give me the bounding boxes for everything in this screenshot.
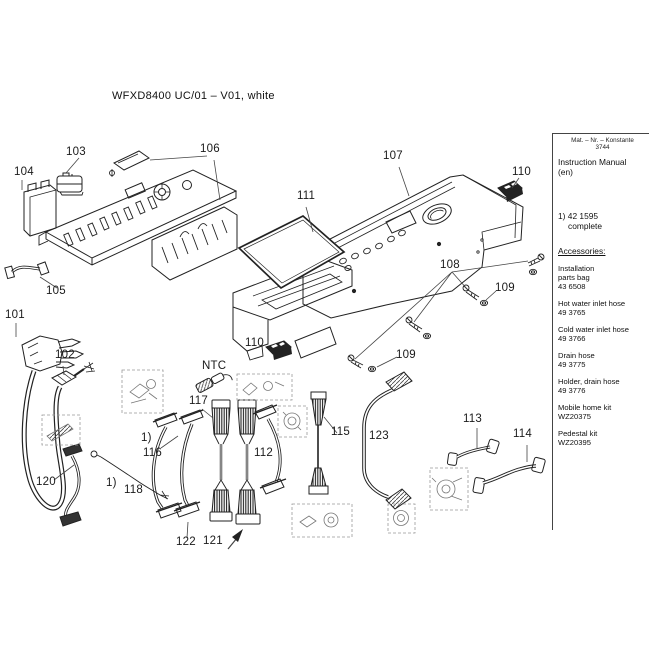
part-105-wire — [4, 261, 50, 280]
accessory-item: Drain hose 49 3775 — [558, 351, 595, 369]
cable-113 — [446, 438, 500, 466]
ntc-label: NTC — [202, 360, 227, 372]
part-label-102: 102 — [55, 349, 75, 361]
mat-nr-header: Mat. – Nr. – Konstante 3744 — [558, 137, 647, 152]
model-title: WFXD8400 UC/01 – V01, white — [112, 90, 275, 102]
part-label-116: 116 — [143, 447, 162, 459]
part-label-111: 111 — [297, 190, 316, 202]
clip-110-left — [265, 340, 292, 360]
cable-115 — [308, 391, 329, 495]
accessory-item: Pedestal kit WZ20395 — [558, 428, 598, 447]
part-label-101: 101 — [5, 309, 25, 321]
part-label-103: 103 — [66, 146, 86, 158]
ribbon-cable-117 — [209, 399, 233, 522]
part-label-110-left: 110 — [245, 337, 264, 349]
info-sidebar: Mat. – Nr. – Konstante 3744 Instruction … — [552, 133, 649, 530]
part-label-113: 113 — [463, 413, 482, 425]
accessory-item: Mobile home kit WZ20375 — [558, 402, 612, 421]
part-label-108: 108 — [440, 259, 460, 271]
leader-lines — [15, 155, 529, 550]
control-module-106 — [38, 150, 238, 281]
complete-set-note: 1) 42 1595 complete — [558, 210, 647, 232]
part-label-109-lower: 109 — [396, 349, 416, 361]
part-label-105: 105 — [46, 285, 66, 297]
accessory-item: Installation parts bag 43 6508 — [558, 264, 595, 292]
part-label-120: 120 — [36, 476, 56, 488]
part-label-114: 114 — [513, 428, 532, 440]
part-label-104: 104 — [14, 166, 34, 178]
part-label-118: 118 — [124, 484, 143, 496]
manual-language: (en) — [558, 166, 573, 177]
membrane-sheet-111 — [237, 214, 346, 290]
clip-110-right — [497, 180, 523, 202]
part-label-115: 115 — [331, 426, 350, 438]
part-103-suppressor — [56, 172, 84, 196]
cable-123 — [362, 371, 413, 510]
ribbon-cable-121 — [235, 399, 261, 525]
accessory-item: Holder, drain hose 49 3776 — [558, 376, 620, 395]
accessory-item: Cold water inlet hose 49 3766 — [558, 325, 629, 344]
screws-and-washers — [347, 253, 545, 373]
instruction-manual-note: Instruction Manual (en) — [558, 156, 647, 178]
part-label-122: 122 — [176, 536, 196, 548]
part-label-109-right: 109 — [495, 282, 515, 294]
mat-nr-line1: Mat. – Nr. – Konstante — [571, 137, 634, 144]
note-footnote-ref: 1) — [558, 210, 566, 221]
screw-a — [527, 253, 545, 267]
accessories-heading: Accessories: — [558, 246, 606, 257]
harness-122 — [173, 409, 204, 518]
note-part-number: 42 1595 — [567, 210, 599, 221]
ntc-sensor — [195, 372, 233, 393]
part-label-106: 106 — [200, 143, 220, 155]
manual-label: Instruction Manual — [558, 156, 627, 167]
accessory-item: Hot water inlet hose 49 3765 — [558, 299, 626, 318]
screw-d — [347, 354, 364, 369]
footnote-ref-116: 1) — [141, 432, 152, 444]
wire-118 — [90, 450, 170, 500]
accessories-list: Installation parts bag 43 6508 Hot water… — [558, 264, 647, 447]
part-label-123: 123 — [369, 430, 389, 442]
part-104-capacitor — [23, 179, 57, 237]
cable-120 — [59, 443, 83, 527]
connector-detail-boxes — [41, 369, 469, 538]
part-label-112: 112 — [254, 447, 273, 459]
cable-112 — [252, 404, 287, 495]
part-label-107: 107 — [383, 150, 403, 162]
part-label-117: 117 — [189, 395, 208, 407]
screw-c — [405, 316, 423, 333]
note-word: complete — [568, 220, 602, 231]
cable-114 — [472, 456, 546, 494]
footnote-ref-118: 1) — [106, 477, 117, 489]
harness-116 — [151, 412, 183, 519]
mat-nr-line2: 3744 — [595, 144, 610, 152]
power-cord-101 — [21, 335, 85, 511]
part-label-110-right: 110 — [512, 166, 531, 178]
part-label-121: 121 — [203, 535, 223, 547]
